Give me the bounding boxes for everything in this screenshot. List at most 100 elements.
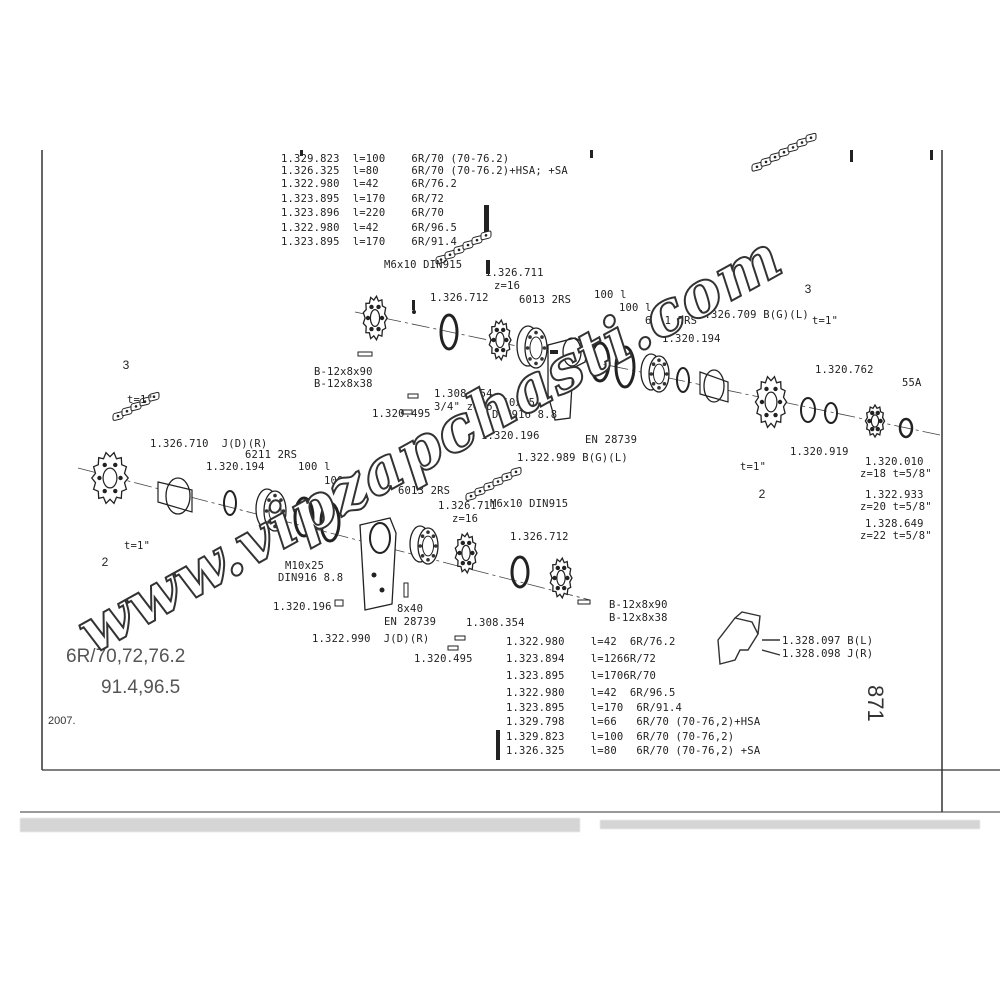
bottom-list-row: 1.329.798 l=66 6R/70 (70-76,2)+HSA <box>506 716 761 728</box>
chain-upper-left-pin <box>466 243 470 247</box>
circlip-55a <box>898 417 914 439</box>
callout-3-left: 3 <box>122 358 130 372</box>
spacer-lower <box>510 555 530 589</box>
label-circlip-1320194-left: 1.320.194 <box>206 461 265 473</box>
chain-upper-left-pin <box>448 253 452 257</box>
sprocket-lower-mid-hole <box>466 560 472 566</box>
sprocket-lower-left-bore <box>102 467 118 489</box>
label-bolt-m10-top: M10x25 <box>496 397 536 409</box>
chain-lower-pin <box>514 470 518 474</box>
bearing-upper-6013-ball <box>534 330 538 335</box>
sprocket-lower-right-hole <box>552 575 557 581</box>
bearing-lower-6211-inner <box>268 499 282 523</box>
ring-lower-100b <box>319 501 341 543</box>
bearing-lower-6013-ball <box>431 554 436 558</box>
sheet-year: 2007. <box>48 715 76 727</box>
bracket-part <box>717 611 781 665</box>
housing-upper <box>547 337 587 421</box>
sprocket-upper-mid-hole <box>494 327 500 333</box>
label-link-1320495-top: 1.320.495 <box>372 408 431 420</box>
bearing-upper-6013-ball <box>542 346 547 350</box>
label-key-38-bottom: B-12x8x38 <box>609 612 668 624</box>
label-sprocket-1322933: 1.322.933 <box>865 489 924 501</box>
chain-upper-right-pin <box>773 155 777 159</box>
bearing-upper-6211-ball <box>662 362 667 366</box>
sprocket-lower-right-hole <box>561 585 567 591</box>
label-hub-1326710: 1.326.710 J(D)(R) <box>150 438 268 450</box>
bearing-lower-6013-ball <box>420 534 425 538</box>
label-ring-100-left: 100 l <box>298 461 331 473</box>
scan-noise <box>300 150 933 760</box>
label-bearing-6013-left: 6013 2RS <box>398 485 451 497</box>
label-sprocket-1326711: 1.326.711 <box>485 267 544 279</box>
chain-upper-right-pin <box>791 146 795 149</box>
bearing-upper-6211-ball <box>662 382 667 386</box>
bearing-lower-6013-ball <box>420 554 425 558</box>
sprocket-lower-right-hole <box>561 565 567 571</box>
sprocket-lower-right-hole <box>565 575 570 581</box>
chain-lower-left-pin <box>152 395 156 399</box>
label-z22: z=22 t=5/8" <box>860 530 932 542</box>
sprocket-upper-left-hole <box>369 326 374 332</box>
label-z16-mid: z=16 <box>452 513 479 525</box>
bearing-lower-6211-ball <box>267 498 271 502</box>
circlip-lower <box>223 490 237 516</box>
bearing-upper-6211-ball <box>651 362 656 366</box>
label-din916-top: DIN916 8.8 <box>492 409 558 421</box>
label-sprocket-1328649: 1.328.649 <box>865 518 924 530</box>
chain-lower-left-pin <box>116 414 120 418</box>
label-ring-100b: 100 l <box>619 302 652 314</box>
bearing-lower-6013-ball <box>426 558 430 562</box>
sprocket-small-right-hole <box>870 410 875 416</box>
label-bolt-m10-left: M10x25 <box>285 560 325 572</box>
label-sprocket-1320010: 1.320.010 <box>865 456 924 468</box>
bearing-upper-6013-ball <box>525 346 530 350</box>
ring-upper-100a <box>589 341 611 383</box>
sprocket-lower-left-hole <box>113 462 118 468</box>
link-lower-b <box>447 645 459 651</box>
sprocket-lower-mid-hole <box>460 560 466 566</box>
sprocket-lower-mid-hole <box>460 540 466 546</box>
chain-lower-pin <box>487 485 491 488</box>
callout-2-left: 2 <box>101 555 109 569</box>
sprocket-lower-right-bore <box>556 569 566 587</box>
bearing-lower-6211-ball <box>264 509 269 513</box>
chain-upper-left-pin <box>439 258 443 261</box>
bearing-lower-6013-inner <box>422 535 434 557</box>
label-link-1320495-bottom: 1.320.495 <box>414 653 473 665</box>
label-nut-1320196-top: 1.320.196 <box>481 430 540 442</box>
bottom-list-row: 1.322.980 l=42 6R/76.2 <box>506 636 676 648</box>
ring-1320919 <box>800 397 816 423</box>
sprocket-small-right-hole <box>870 426 875 432</box>
bolt-m10-upper <box>550 350 558 354</box>
top-list-row: 1.323.895 l=170 6R/72 <box>281 193 445 205</box>
sprocket-upper-mid-bore <box>495 331 505 349</box>
nut-lower <box>334 599 344 607</box>
chain-upper-right-pin <box>782 150 786 154</box>
bottom-list-row: 1.322.980 l=42 6R/96.5 <box>506 687 676 699</box>
label-housing-1322989: 1.322.989 B(G)(L) <box>517 452 628 464</box>
sprocket-upper-right-hole <box>764 386 769 392</box>
scan-smudge <box>20 818 980 832</box>
model-title-line2: 91.4,96.5 <box>101 677 181 698</box>
sprocket-lower-left-hole <box>118 475 123 481</box>
label-hub-1326709: 1.326.709 B(G)(L) <box>698 309 809 321</box>
bearing-upper-6211-ball <box>657 386 661 390</box>
bottom-list-row: 1.326.325 l=80 6R/70 (70-76,2) +SA <box>506 745 761 757</box>
sprocket-upper-right <box>754 375 788 429</box>
sprocket-upper-right-hole <box>764 412 769 418</box>
label-ring-1320762: 1.320.762 <box>815 364 874 376</box>
chain-lower-left-pin <box>143 400 147 403</box>
sprocket-upper-right-hole <box>773 412 778 418</box>
chain-upper-right-pin <box>764 160 768 164</box>
label-z20: z=20 t=5/8" <box>860 501 932 513</box>
page-number: 871 <box>863 685 888 722</box>
callout-2-right: 2 <box>758 487 766 501</box>
chain-upper-right-pin <box>800 141 804 144</box>
chain-upper-left-pin <box>484 234 488 237</box>
sprocket-small-right-hole <box>875 426 880 432</box>
sprocket-upper-right-hole <box>773 386 778 392</box>
label-key-90-bottom: B-12x8x90 <box>609 599 668 611</box>
pin-8x40 <box>403 582 409 598</box>
